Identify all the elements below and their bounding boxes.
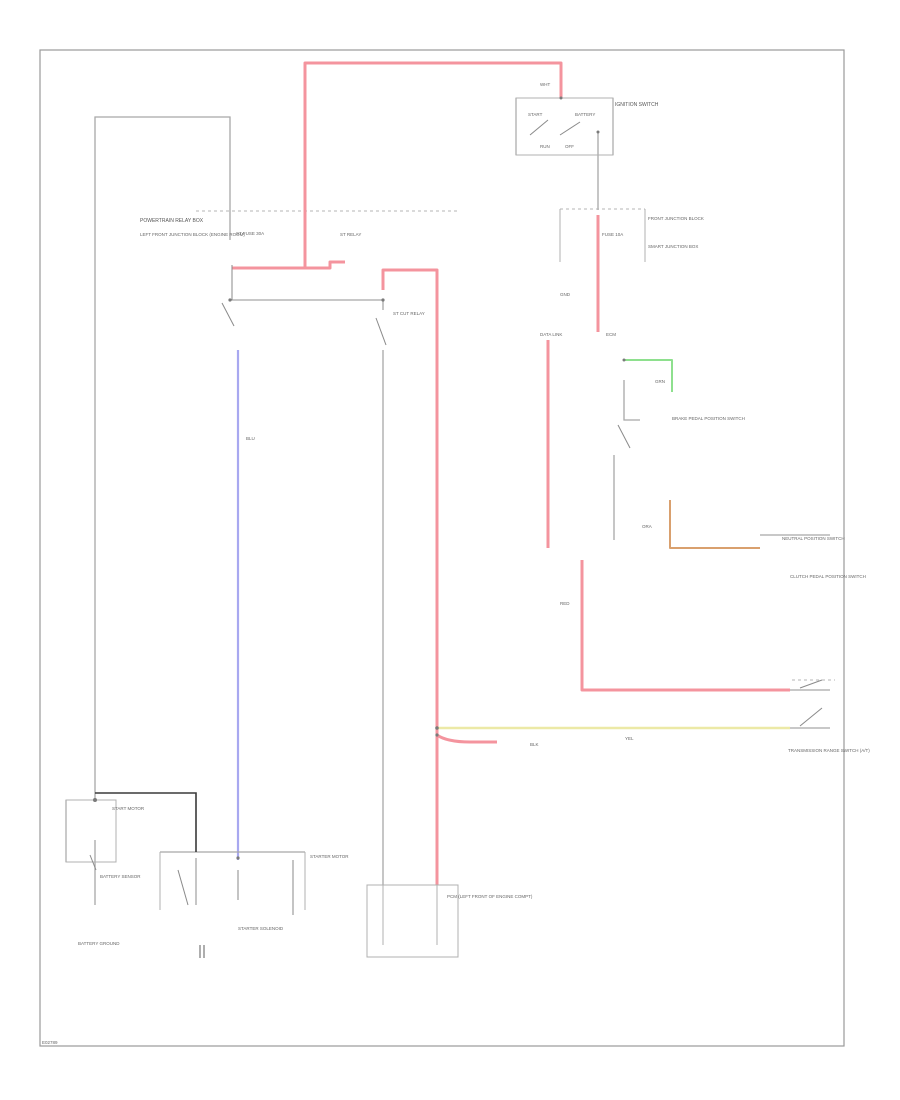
red-wire-main-trunk <box>381 268 439 885</box>
brake-switch-dot <box>622 358 626 362</box>
label-data-link: DATA LINK <box>540 332 562 337</box>
label-smart-junction: SMART JUNCTION BOX <box>648 244 698 249</box>
pcm-block <box>366 884 459 958</box>
label-transmission: TRANSMISSION RANGE SWITCH (A/T) <box>788 748 870 753</box>
label-wire-grn: GRN <box>655 379 665 384</box>
label-brake-pedal: BRAKE PEDAL POSITION SWITCH <box>672 416 745 421</box>
red-wire-relay-to-pcm <box>305 260 345 270</box>
label-start-motor: START MOTOR <box>112 806 145 811</box>
ignition-switch-terminal-2 <box>596 130 600 134</box>
battery-sensor-dot <box>93 798 97 802</box>
battery-sensor-switch <box>89 854 97 871</box>
red-wires <box>232 61 790 885</box>
splice-dot <box>236 856 240 860</box>
pcm-box <box>366 884 459 958</box>
label-wire-blu: BLU <box>246 436 255 441</box>
ignition-switch-terminal <box>559 96 563 100</box>
label-clutch: CLUTCH PEDAL POSITION SWITCH <box>790 574 866 579</box>
front-junction-block <box>559 208 646 262</box>
label-wire-ora: ORA <box>642 524 652 529</box>
green-wire-brake <box>624 359 673 392</box>
starter-switch <box>177 869 189 906</box>
label-wire-yel: YEL <box>625 736 634 741</box>
st-relay <box>221 265 235 327</box>
ignition-switch-contact <box>529 119 549 136</box>
label-fuse-10a: FUSE 10A <box>602 232 623 237</box>
starter-motor <box>159 852 306 915</box>
label-starter-motor: STARTER MOTOR <box>310 854 349 859</box>
label-wire-red: RED <box>560 601 570 606</box>
label-st-relay: ST RELAY <box>340 232 361 237</box>
splice-dot <box>435 726 439 730</box>
orange-wire-sensor <box>669 500 760 549</box>
st-relay-dot <box>228 298 232 302</box>
label-ecm: ECM <box>606 332 616 337</box>
label-gnd-top: GND <box>560 292 571 297</box>
trans-switch-contact-2 <box>799 679 823 689</box>
label-run: RUN <box>540 144 550 149</box>
label-st-fuse: ST FUSE 30A <box>236 231 264 236</box>
label-battery-ground: BATTERY GROUND <box>78 941 120 946</box>
brake-pedal-switch <box>617 358 631 449</box>
battery-sensor <box>65 798 117 871</box>
label-front-junction: FRONT JUNCTION BLOCK <box>648 216 704 221</box>
gray-wire-battery-sense <box>94 116 231 800</box>
black-wire-battery-sensor <box>95 792 197 852</box>
label-ignition-switch: IGNITION SWITCH <box>615 102 659 108</box>
label-neutral: NEUTRAL POSITION SWITCH <box>782 536 845 541</box>
label-st-cut-relay: ST CUT RELAY <box>393 311 425 316</box>
trans-switch-contact <box>799 707 823 727</box>
label-wire-blk: BLK <box>530 742 539 747</box>
splice-dot <box>435 733 439 737</box>
st-cut-relay <box>375 298 387 346</box>
red-wire-neutral-switch <box>580 560 790 692</box>
gray-wire-brake-switch <box>623 380 640 421</box>
st-relay-coil <box>221 302 235 327</box>
diagram-frame <box>39 49 845 1047</box>
gray-wire-relay-bus <box>230 299 384 310</box>
brake-switch-contact <box>617 424 631 449</box>
footer-code: E02789 <box>42 1040 58 1045</box>
label-wht: WHT <box>540 82 550 87</box>
red-wire-pcm-to-ecm <box>436 733 497 744</box>
ignition-switch-box <box>515 97 614 156</box>
battery-sensor-box <box>65 799 117 863</box>
ignition-switch-contact-2 <box>559 121 581 136</box>
ignition-switch <box>515 96 614 156</box>
label-starter-solenoid: STARTER SOLENOID <box>238 926 284 931</box>
label-start: START <box>528 112 543 117</box>
label-battery-term: BATTERY <box>575 112 595 117</box>
label-off: OFF <box>565 144 574 149</box>
label-battery-sensor: BATTERY SENSOR <box>100 874 141 879</box>
label-powertrain-relay: POWERTRAIN RELAY BOX <box>140 218 204 224</box>
transmission-range-switch <box>792 679 835 727</box>
st-cut-dot <box>381 298 385 302</box>
ground-symbol <box>199 945 205 958</box>
label-pcm: PCM (LEFT FRONT OF ENGINE COMPT) <box>447 894 533 899</box>
st-cut-contact <box>375 317 387 346</box>
red-wire-battery-feed <box>232 61 563 270</box>
label-left-front-junction: LEFT FRONT JUNCTION BLOCK (ENGINE ROOM) <box>140 232 245 237</box>
